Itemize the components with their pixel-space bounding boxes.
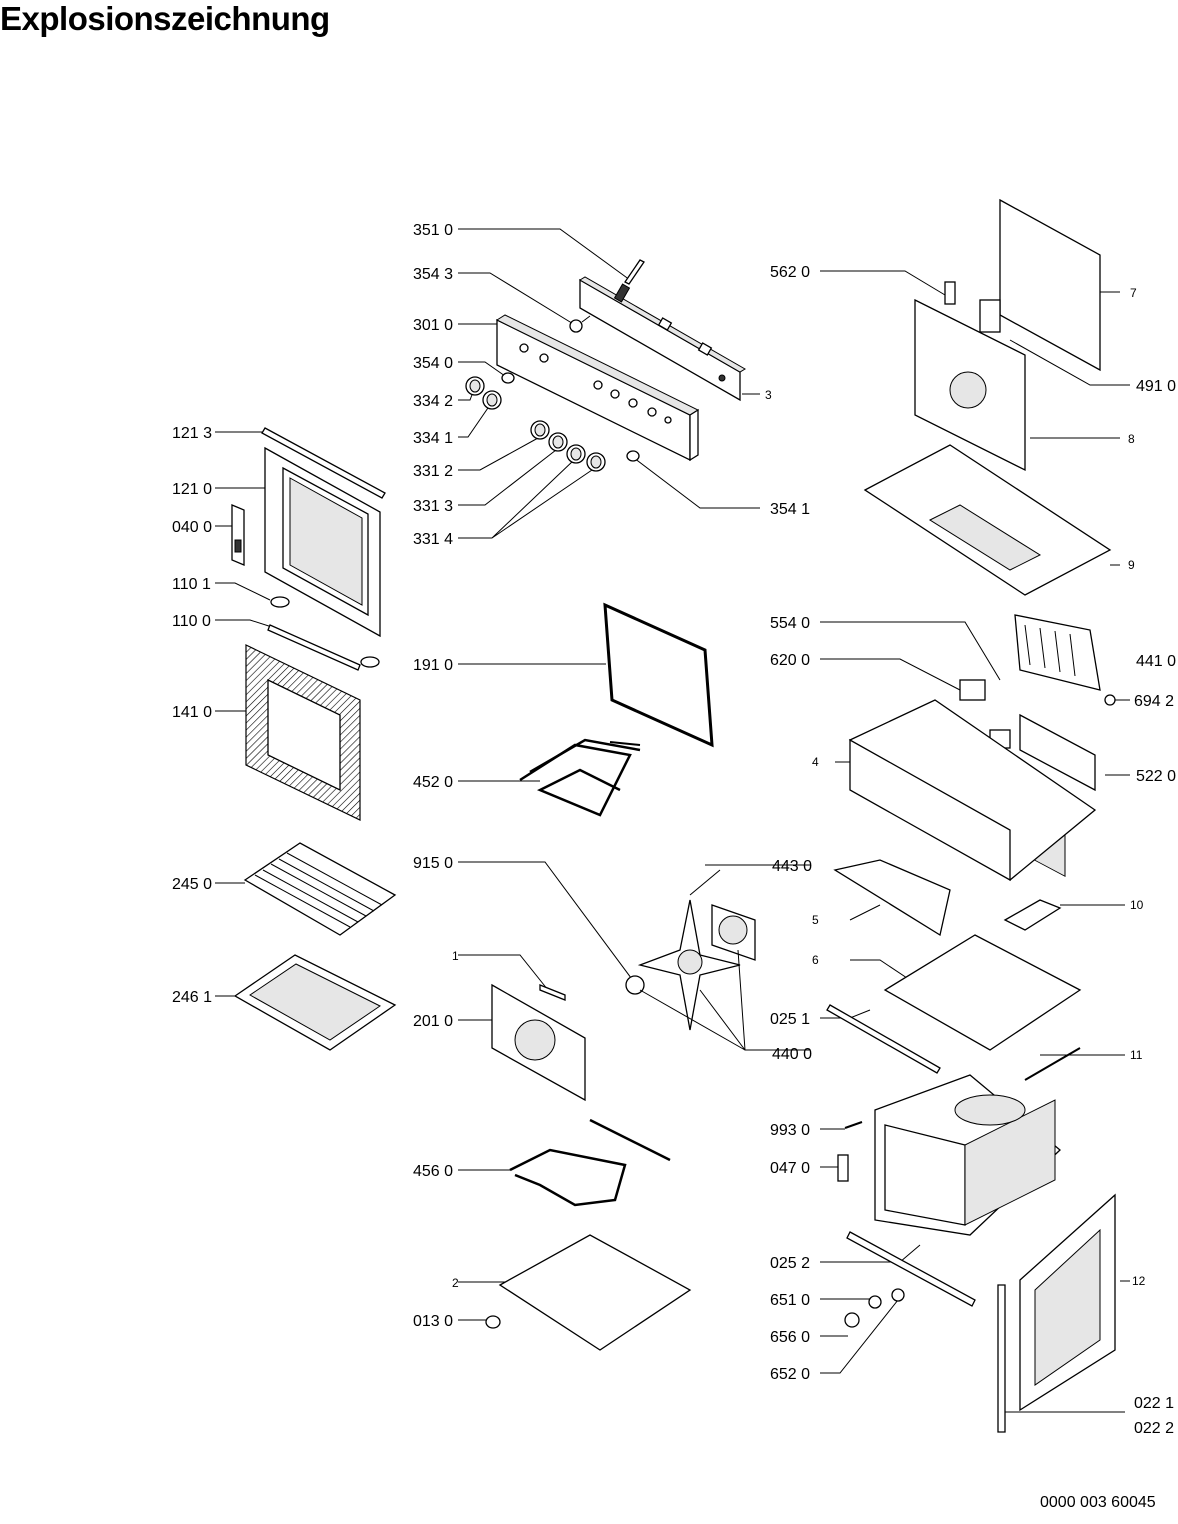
label-10: 10 [1130, 898, 1144, 912]
label-040-0: 040 0 [172, 519, 212, 536]
knob-331-4 [566, 444, 606, 472]
label-013-0: 013 0 [413, 1313, 453, 1330]
label-245-0: 245 0 [172, 876, 212, 893]
label-025-1: 025 1 [770, 1011, 810, 1028]
label-047-0: 047 0 [770, 1160, 810, 1177]
label-3: 3 [765, 388, 772, 402]
label-246-1: 246 1 [172, 989, 212, 1006]
label-1: 1 [452, 949, 459, 963]
label-141-0: 141 0 [172, 704, 212, 721]
label-354-1: 354 1 [770, 501, 810, 518]
label-522-0: 522 0 [1136, 768, 1176, 785]
label-331-3: 331 3 [413, 498, 453, 515]
label-620-0: 620 0 [770, 652, 810, 669]
label-331-4: 331 4 [413, 531, 453, 548]
label-354-3: 354 3 [413, 266, 453, 283]
label-652-0: 652 0 [770, 1366, 810, 1383]
label-11: 11 [1130, 1048, 1143, 1062]
control-panel-group [458, 228, 760, 539]
label-441-0: 441 0 [1136, 653, 1176, 670]
label-121-3: 121 3 [172, 425, 212, 442]
label-110-1: 110 1 [172, 576, 211, 593]
label-121-0: 121 0 [172, 481, 212, 498]
page-title: Explosionszeichnung [0, 0, 330, 37]
label-440-0: 440 0 [772, 1046, 812, 1063]
label-201-0: 201 0 [413, 1013, 453, 1030]
door-group [215, 427, 397, 1051]
label-6: 6 [812, 953, 819, 967]
label-993-0: 993 0 [770, 1122, 810, 1139]
label-9: 9 [1128, 558, 1135, 572]
label-5: 5 [812, 913, 819, 927]
label-4: 4 [812, 755, 819, 769]
label-562-0: 562 0 [770, 264, 810, 281]
label-334-1: 334 1 [413, 430, 453, 447]
label-7: 7 [1130, 286, 1137, 300]
label-354-0: 354 0 [413, 355, 453, 372]
label-694-2: 694 2 [1134, 693, 1174, 710]
label-656-0: 656 0 [770, 1329, 810, 1346]
center-column-group [458, 602, 810, 1351]
label-191-0: 191 0 [413, 657, 453, 674]
label-443-0: 443 0 [772, 858, 812, 875]
label-110-0: 110 0 [172, 613, 211, 630]
label-022-2: 022 2 [1134, 1420, 1174, 1437]
label-491-0: 491 0 [1136, 378, 1176, 395]
label-334-2: 334 2 [413, 393, 453, 410]
knob-331-2 [530, 420, 550, 440]
part-labels: 351 0 354 3 301 0 354 0 334 2 334 1 331 … [172, 222, 1176, 1437]
label-452-0: 452 0 [413, 774, 453, 791]
label-2: 2 [452, 1276, 459, 1290]
document-number: 0000 003 60045 [1040, 1494, 1156, 1511]
label-025-2: 025 2 [770, 1255, 810, 1272]
label-554-0: 554 0 [770, 615, 810, 632]
label-351-0: 351 0 [413, 222, 453, 239]
knob-334-1 [482, 390, 502, 410]
label-022-1: 022 1 [1134, 1395, 1174, 1412]
label-331-2: 331 2 [413, 463, 453, 480]
label-301-0: 301 0 [413, 317, 453, 334]
right-column-group [820, 198, 1130, 1433]
label-456-0: 456 0 [413, 1163, 453, 1180]
label-915-0: 915 0 [413, 855, 453, 872]
label-8: 8 [1128, 432, 1135, 446]
label-12: 12 [1132, 1274, 1146, 1288]
label-651-0: 651 0 [770, 1292, 810, 1309]
knob-331-3 [548, 432, 568, 452]
knob-334-2 [465, 376, 485, 396]
